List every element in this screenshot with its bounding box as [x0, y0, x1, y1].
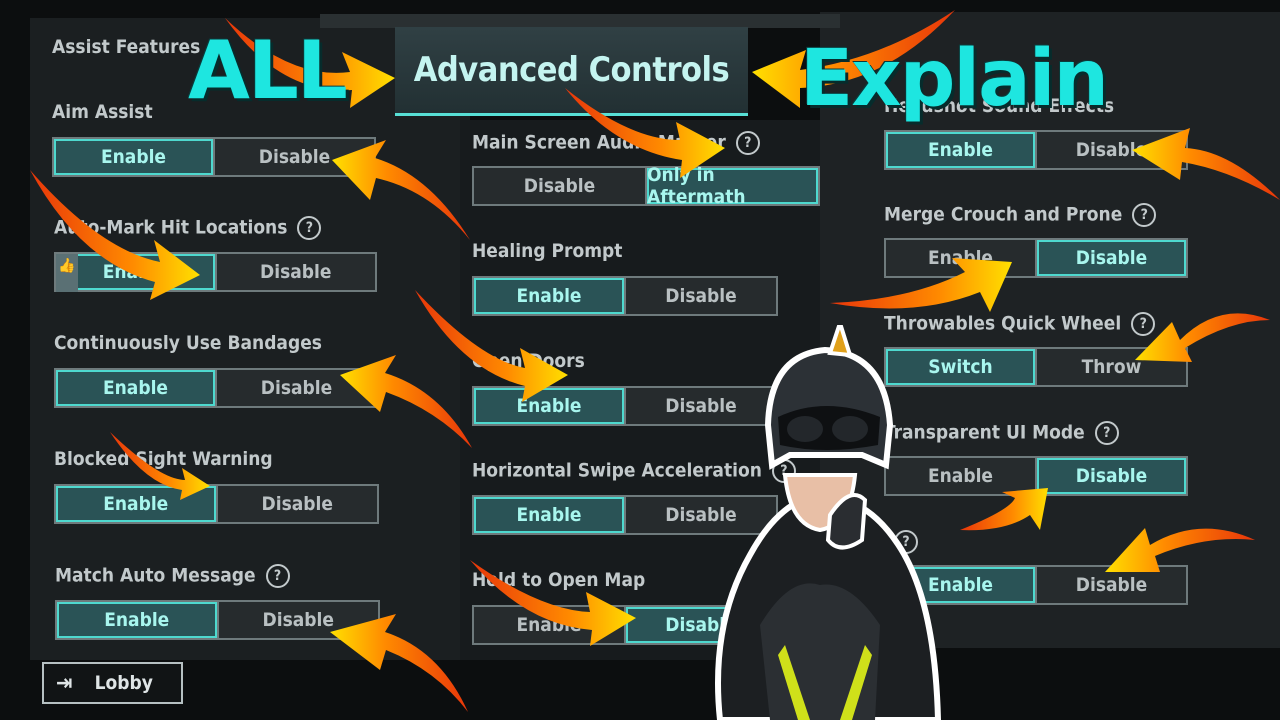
- hold-open-map-disable-button[interactable]: Disable: [624, 607, 776, 643]
- match-auto-message-label: Match Auto Message?: [55, 564, 290, 588]
- healing-prompt-disable-button[interactable]: Disable: [624, 278, 776, 314]
- bandages-toggle: Enable Disable: [54, 368, 378, 408]
- open-doors-label: Open Doors: [472, 350, 585, 372]
- advanced-controls-banner: Advanced Controls: [395, 27, 748, 116]
- auto-mark-disable-button[interactable]: Disable: [214, 254, 375, 290]
- open-doors-toggle: Enable Disable: [472, 386, 778, 426]
- headshot-sound-toggle: Enable Disable: [884, 130, 1188, 170]
- open-doors-disable-button[interactable]: Disable: [624, 388, 776, 424]
- help-icon[interactable]: ?: [735, 131, 760, 155]
- merge-crouch-disable-button[interactable]: Disable: [1035, 240, 1186, 276]
- bandages-disable-button[interactable]: Disable: [215, 370, 376, 406]
- bandages-enable-button[interactable]: Enable: [56, 370, 215, 406]
- exit-icon: ⇥: [56, 670, 73, 696]
- healing-prompt-toggle: Enable Disable: [472, 276, 778, 316]
- section-title: Assist Features: [52, 36, 201, 58]
- audio-marker-aftermath-button[interactable]: Only in Aftermath: [645, 164, 818, 208]
- help-icon[interactable]: ?: [1094, 421, 1119, 445]
- open-doors-enable-button[interactable]: Enable: [474, 388, 624, 424]
- thumbs-up-icon: 👍: [56, 254, 78, 292]
- banner-frame: [320, 14, 840, 28]
- swipe-acceleration-label: Horizontal Swipe Acceleration?: [472, 459, 796, 483]
- swipe-acceleration-toggle: Enable Disable: [472, 495, 778, 535]
- throwables-switch-button[interactable]: Switch: [886, 349, 1035, 385]
- transparent-ui-toggle: Enable Disable: [884, 456, 1188, 496]
- assist-features-panel: [30, 18, 470, 660]
- auto-mark-label: Auto-Mark Hit Locations?: [54, 216, 322, 240]
- aim-assist-toggle: Enable Disable: [52, 137, 376, 177]
- throwables-throw-button[interactable]: Throw: [1035, 349, 1186, 385]
- aim-assist-enable-button[interactable]: Enable: [54, 139, 213, 175]
- healing-prompt-label: Healing Prompt: [472, 240, 623, 262]
- unlabeled-enable-button[interactable]: Enable: [886, 567, 1035, 603]
- headshot-sound-enable-button[interactable]: Enable: [886, 132, 1035, 168]
- healing-prompt-enable-button[interactable]: Enable: [474, 278, 624, 314]
- aim-assist-disable-button[interactable]: Disable: [213, 139, 374, 175]
- help-icon[interactable]: ?: [265, 564, 290, 588]
- hold-open-map-enable-button[interactable]: Enable: [474, 607, 624, 643]
- auto-mark-toggle: Enable Disable: [54, 252, 377, 292]
- lobby-label: Lobby: [94, 672, 153, 694]
- merge-crouch-enable-button[interactable]: Enable: [886, 240, 1035, 276]
- aim-assist-label: Aim Assist: [52, 101, 153, 123]
- swipe-acceleration-disable-button[interactable]: Disable: [624, 497, 776, 533]
- headshot-sound-disable-button[interactable]: Disable: [1035, 132, 1186, 168]
- transparent-ui-disable-button[interactable]: Disable: [1035, 458, 1186, 494]
- unlabeled-setting-toggle: Enable Disable: [884, 565, 1188, 605]
- match-auto-message-enable-button[interactable]: Enable: [57, 602, 217, 638]
- audio-marker-toggle: Disable Only in Aftermath: [472, 164, 820, 208]
- blocked-sight-label: Blocked Sight Warning: [54, 448, 273, 470]
- help-icon[interactable]: ?: [771, 459, 796, 483]
- help-icon[interactable]: ?: [1131, 312, 1156, 336]
- blocked-sight-toggle: Enable Disable: [54, 484, 379, 524]
- unlabeled-setting-label: ?: [884, 530, 918, 554]
- audio-marker-disable-button[interactable]: Disable: [474, 168, 645, 204]
- bandages-label: Continuously Use Bandages: [54, 332, 322, 354]
- transparent-ui-enable-button[interactable]: Enable: [886, 458, 1035, 494]
- hold-open-map-label: Hold to Open Map: [472, 569, 646, 591]
- merge-crouch-label: Merge Crouch and Prone?: [884, 203, 1157, 227]
- help-icon[interactable]: ?: [894, 530, 918, 554]
- blocked-sight-disable-button[interactable]: Disable: [215, 486, 377, 522]
- overlay-explain-text: Explain: [800, 34, 1109, 124]
- audio-marker-label: Main Screen Audio Marker?: [472, 131, 760, 155]
- merge-crouch-toggle: Enable Disable: [884, 238, 1188, 278]
- match-auto-message-toggle: Enable Disable: [55, 600, 380, 640]
- blocked-sight-enable-button[interactable]: Enable: [56, 486, 216, 522]
- lobby-button[interactable]: ⇥ Lobby: [42, 662, 183, 704]
- unlabeled-disable-button[interactable]: Disable: [1035, 567, 1186, 603]
- help-icon[interactable]: ?: [297, 216, 322, 240]
- throwables-wheel-label: Throwables Quick Wheel?: [884, 312, 1156, 336]
- auto-mark-enable-button[interactable]: Enable: [56, 254, 215, 290]
- match-auto-message-disable-button[interactable]: Disable: [216, 602, 378, 638]
- help-icon[interactable]: ?: [1132, 203, 1157, 227]
- hold-open-map-toggle: Enable Disable: [472, 605, 778, 645]
- transparent-ui-label: Transparent UI Mode?: [884, 421, 1119, 445]
- swipe-acceleration-enable-button[interactable]: Enable: [474, 497, 624, 533]
- overlay-all-text: ALL: [188, 24, 348, 117]
- throwables-wheel-toggle: Switch Throw: [884, 347, 1188, 387]
